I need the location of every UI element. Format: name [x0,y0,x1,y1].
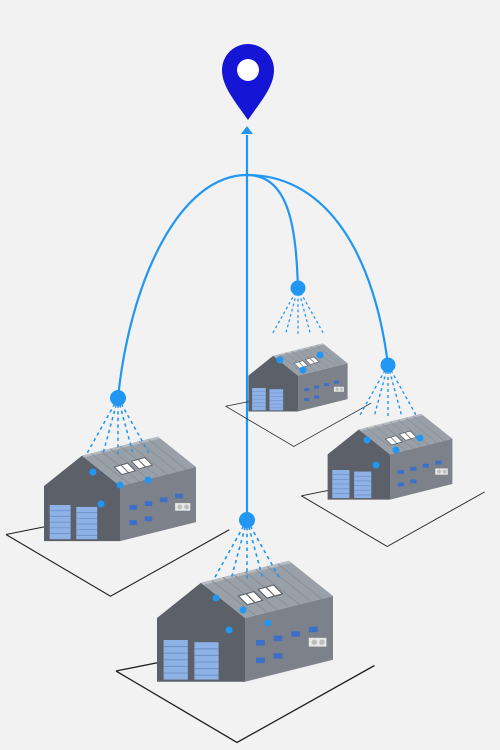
warehouse-left [5,390,230,597]
uplink-arrowhead [241,126,253,134]
network-links [116,135,390,520]
map-pin-icon [222,44,274,120]
warehouse-right [300,357,486,547]
link-right-warehouse [246,173,390,366]
warehouse-icon [43,436,197,542]
warehouse-icon [327,413,453,501]
sensor-node-icon [239,512,255,528]
warehouse-front [115,512,376,744]
sensor-node-icon [290,280,306,296]
sensor-node-icon [110,390,126,406]
warehouse-icon [248,343,348,412]
link-left-warehouse [116,173,248,399]
link-mid-warehouse [246,173,300,289]
warehouse-mid [225,280,372,447]
warehouse-icon [156,560,334,683]
sensor-node-icon [380,357,396,373]
sensor-beam [359,364,417,420]
